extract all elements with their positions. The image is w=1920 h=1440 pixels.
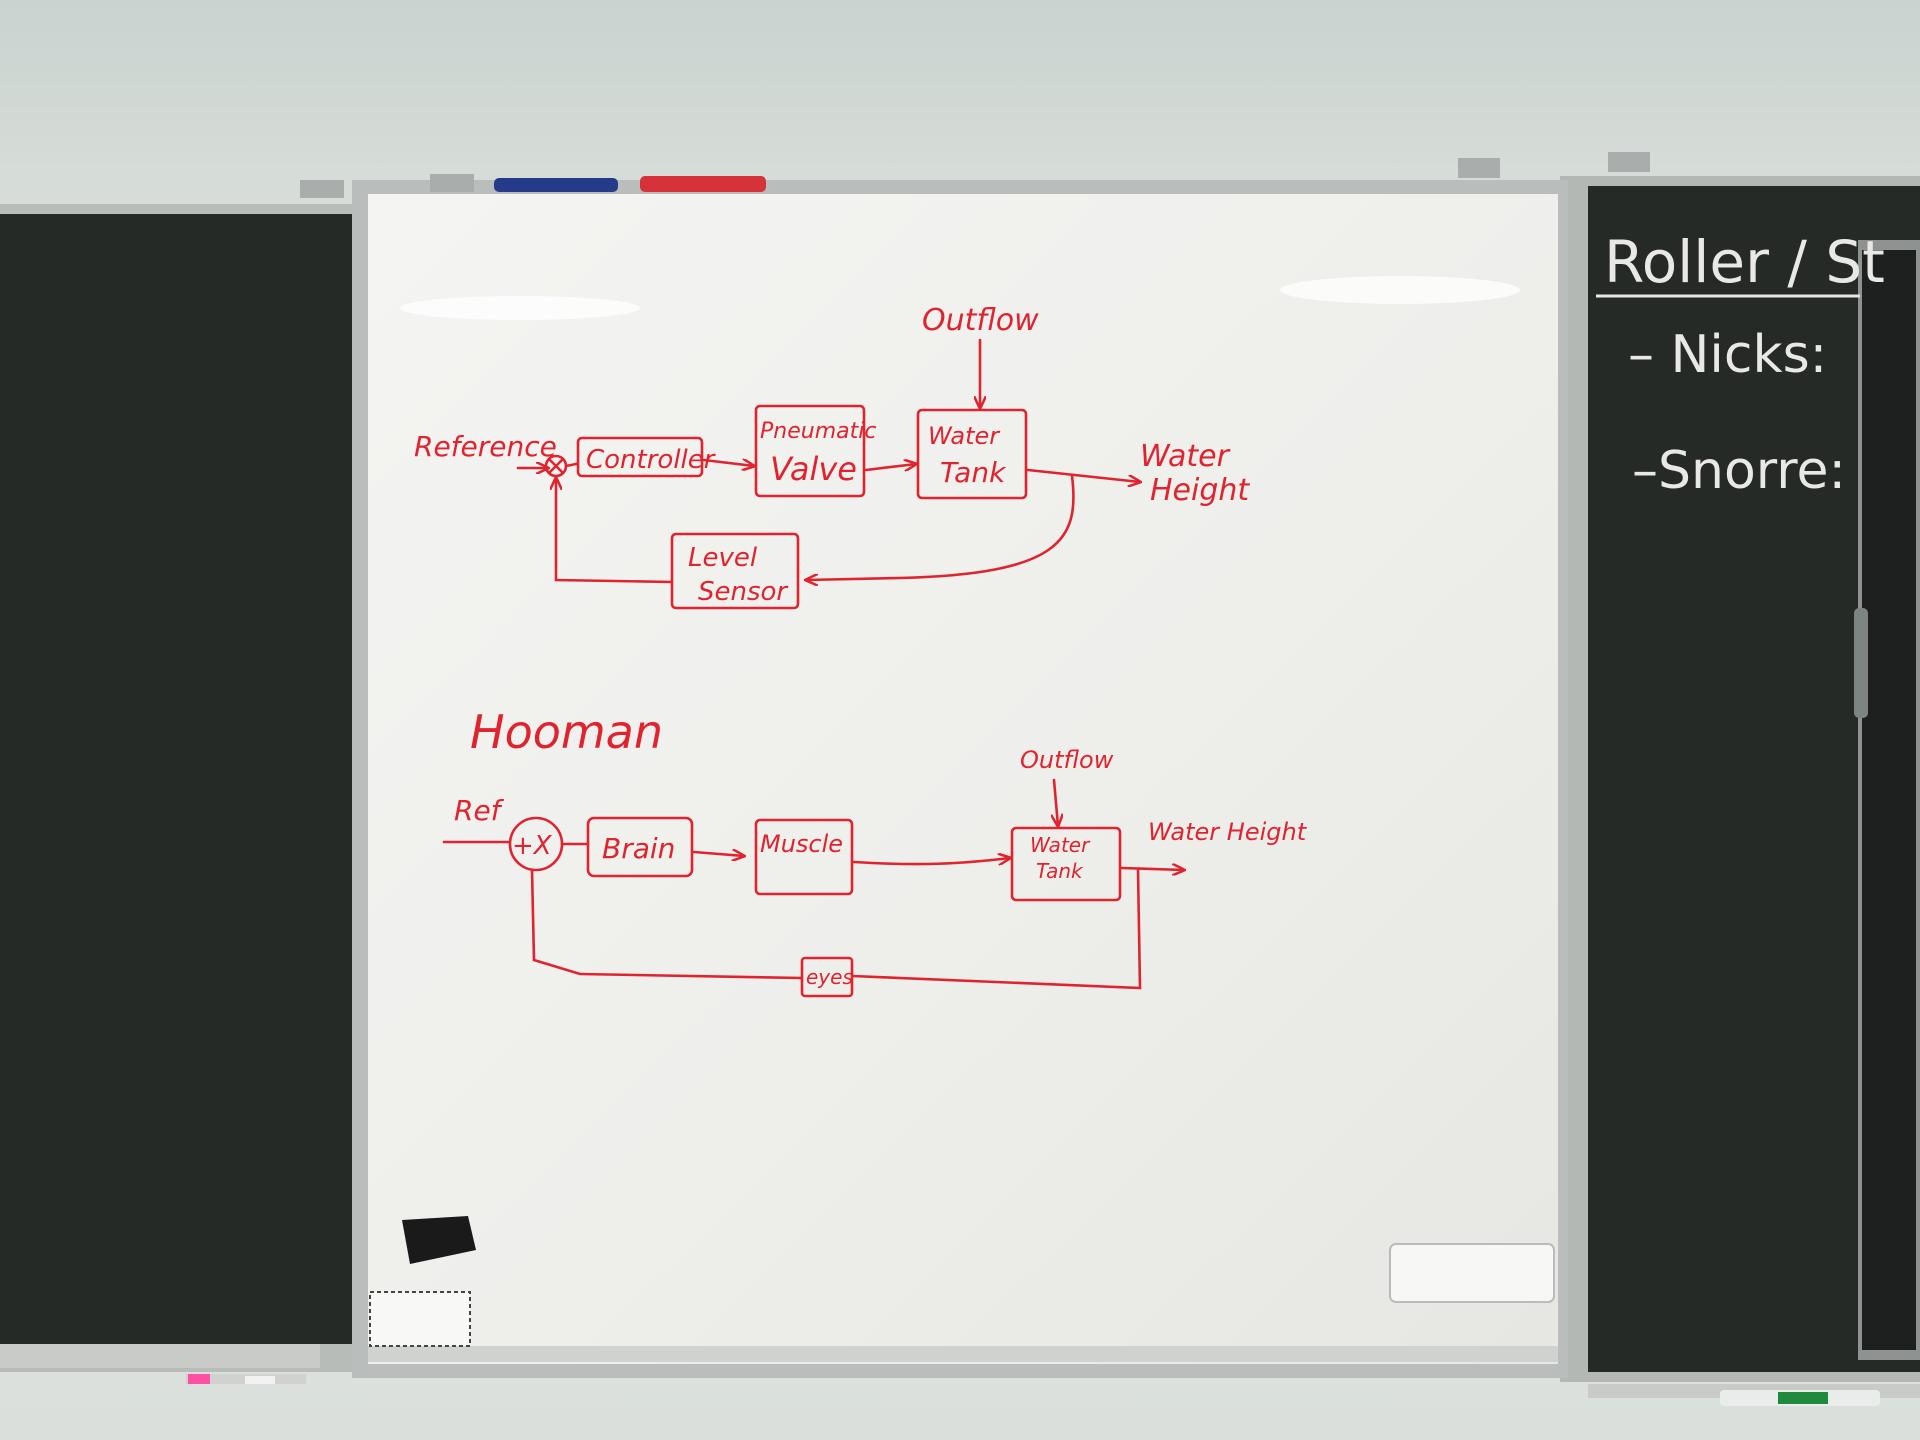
d2-tank-line1: Water — [1030, 833, 1091, 857]
d2-tank-box — [1010, 826, 1122, 902]
d2-brain-label: Brain — [602, 832, 675, 865]
chalk-title: Roller / St — [1604, 228, 1885, 296]
d2-sum-label: +X — [512, 831, 553, 861]
marker-blue — [494, 178, 618, 192]
d1-tank-line1: Water — [928, 422, 1001, 450]
d1-reference-label: Reference — [414, 430, 557, 463]
d1-sensor-line2: Sensor — [698, 577, 789, 607]
d1-controller-box — [576, 436, 704, 478]
d1-valve-box — [754, 404, 866, 498]
d1-valve-line2: Valve — [770, 450, 857, 488]
d2-brain-box — [586, 816, 694, 878]
d2-tank-line2: Tank — [1036, 859, 1084, 883]
d2-ref-label: Ref — [454, 794, 505, 827]
d2-heading: Hooman — [470, 705, 663, 759]
d2-muscle-box — [754, 818, 854, 896]
left-chalkboard — [0, 204, 382, 1384]
d1-tank-box — [916, 408, 1028, 500]
d1-output-line1: Water — [1140, 439, 1231, 474]
d1-tank-line2: Tank — [940, 456, 1007, 489]
eraser — [1389, 1243, 1555, 1303]
d1-sensor-line1: Level — [688, 543, 758, 573]
control-diagram-1: Reference Controller Pneumatic Valve Wat… — [414, 303, 1250, 610]
d2-outflow-label: Outflow — [1020, 746, 1114, 774]
marker-red — [640, 176, 766, 192]
chalk-item-snorre: –Snorre: — [1632, 441, 1846, 501]
d1-sensor-box — [670, 532, 800, 610]
whiteboard — [300, 152, 1650, 1378]
d1-controller-label: Controller — [586, 445, 717, 475]
d2-output-label: Water Height — [1148, 818, 1308, 846]
d1-output-line2: Height — [1150, 473, 1250, 508]
d1-outflow-label: Outflow — [922, 303, 1039, 338]
whiteboard-label-sticker — [369, 1291, 471, 1347]
d2-muscle-label: Muscle — [760, 830, 843, 858]
d1-valve-line1: Pneumatic — [760, 419, 876, 444]
chalk-item-nicks: – Nicks: — [1628, 325, 1827, 385]
d2-eyes-label: eyes — [806, 965, 853, 989]
right-chalkboard: Roller / St – Nicks: –Snorre: — [1560, 176, 1920, 1406]
control-diagram-2: Hooman Ref +X Brain Muscle Water Tank Ou… — [442, 705, 1308, 998]
